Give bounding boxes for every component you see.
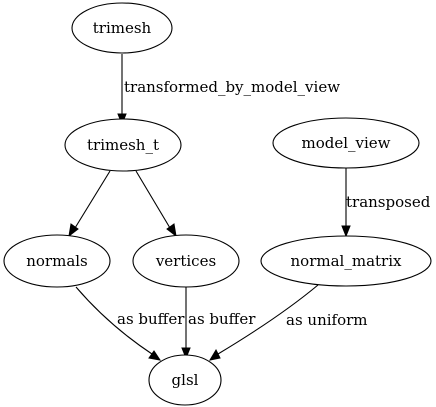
edge-trimesh-to-trimesh-t: transformed_by_model_view [117, 54, 340, 126]
node-shape [64, 118, 182, 172]
edge-trimesh-t-to-vertices [135, 170, 177, 238]
node-shape [71, 2, 173, 54]
arrowhead [68, 223, 79, 238]
edge-label: transformed_by_model_view [124, 78, 340, 96]
edge-label: transposed [346, 193, 431, 211]
edge-normal-matrix-to-glsl: as uniform [208, 284, 368, 361]
node-shape [272, 117, 420, 169]
arrowhead [181, 347, 191, 360]
edge-line [135, 170, 171, 229]
node-shape [3, 234, 111, 288]
edge-model-view-to-normal-matrix: transposed [341, 168, 431, 238]
edge-line [75, 286, 153, 355]
edge-label: as buffer [188, 310, 256, 328]
node-normal-matrix: normal_matrix [260, 235, 432, 287]
node-label: model_view [301, 134, 390, 152]
node-shape [132, 234, 240, 288]
arrowhead [148, 350, 162, 361]
node-shape [260, 235, 432, 287]
node-model-view: model_view [272, 117, 420, 169]
edge-label: as buffer [117, 310, 185, 328]
arrowhead [166, 223, 177, 238]
node-label: vertices [155, 252, 216, 270]
node-label: glsl [172, 371, 199, 389]
edge-label: as uniform [286, 311, 368, 329]
edge-trimesh-t-to-normals [68, 170, 111, 238]
node-label: trimesh_t [87, 136, 159, 154]
node-normals: normals [3, 234, 111, 288]
arrowhead [341, 225, 351, 238]
node-trimesh: trimesh [71, 2, 173, 54]
arrowhead [208, 348, 221, 361]
node-label: normals [26, 252, 88, 270]
node-label: trimesh [93, 19, 152, 37]
edge-vertices-to-glsl: as buffer [181, 287, 256, 360]
node-label: normal_matrix [291, 252, 402, 270]
node-vertices: vertices [132, 234, 240, 288]
edge-line [217, 284, 319, 355]
edge-normals-to-glsl: as buffer [75, 286, 185, 361]
edge-line [74, 170, 111, 229]
node-glsl: glsl [148, 354, 222, 406]
node-trimesh-t: trimesh_t [64, 118, 182, 172]
node-shape [148, 354, 222, 406]
